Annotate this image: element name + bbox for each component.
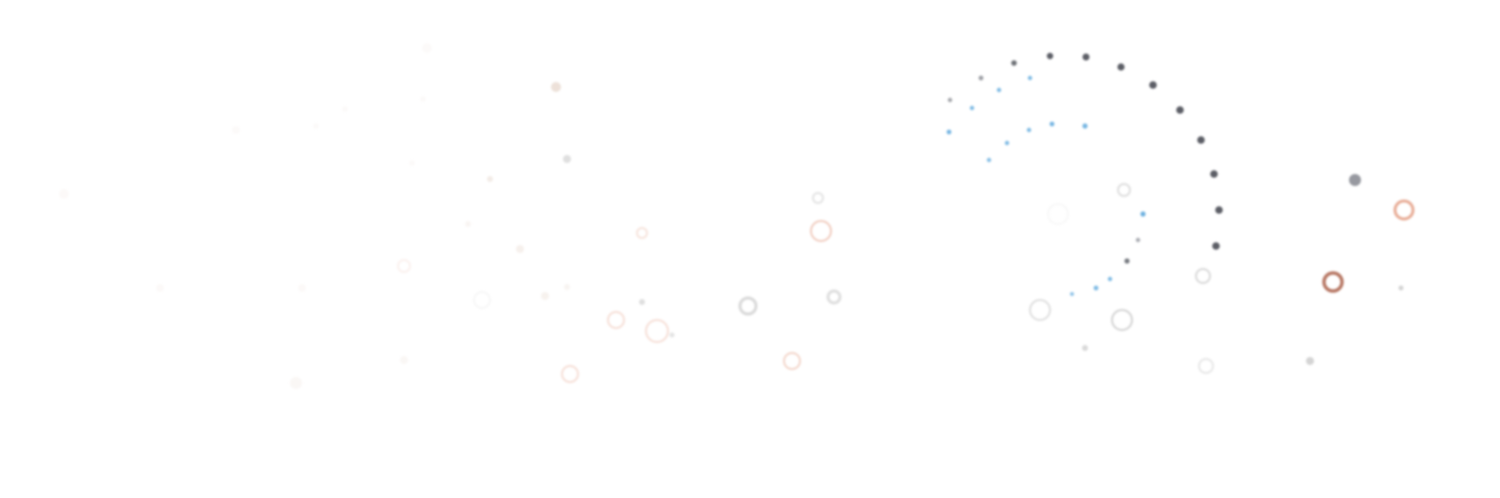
arc-dot: [1026, 127, 1032, 133]
arc-dot: [1135, 237, 1141, 243]
arc-dot: [1149, 81, 1157, 89]
ring: [783, 352, 801, 370]
ring: [1029, 299, 1051, 321]
ring: [607, 311, 625, 329]
scatter-dot: [639, 299, 645, 305]
ring: [738, 296, 758, 316]
ring: [826, 289, 842, 305]
arc-dot: [1049, 121, 1055, 127]
arc-dot: [1117, 63, 1125, 71]
arc-dot: [1082, 53, 1090, 61]
scattered-rings: [397, 183, 1415, 383]
ring: [1322, 271, 1344, 293]
scatter-dot: [551, 82, 561, 92]
arc-dot: [1215, 206, 1223, 214]
ring: [1198, 358, 1214, 374]
scatter-dot: [420, 96, 426, 102]
ring: [1393, 199, 1415, 221]
scatter-dot: [541, 292, 549, 300]
scatter-dot: [516, 245, 524, 253]
arc-dot: [1046, 52, 1054, 60]
scatter-dot: [1398, 285, 1404, 291]
ring: [1111, 309, 1133, 331]
scatter-dot: [1082, 345, 1088, 351]
scatter-dot: [232, 126, 240, 134]
arc-dot: [1212, 242, 1220, 250]
arc-dot: [1107, 276, 1113, 282]
scatter-dot: [156, 284, 164, 292]
scatter-dot: [290, 377, 302, 389]
ring: [645, 319, 669, 343]
arc-dot: [1004, 140, 1010, 146]
arc-dot: [1197, 136, 1205, 144]
ring: [812, 192, 824, 204]
scatter-dot: [313, 123, 319, 129]
scatter-dot: [1349, 174, 1361, 186]
arc-dot: [996, 87, 1002, 93]
scatter-dot: [342, 106, 348, 112]
ring: [397, 259, 411, 273]
scatter-dot: [409, 160, 415, 166]
arc-dot: [1210, 170, 1218, 178]
arc-dot: [969, 105, 975, 111]
scatter-dot: [487, 176, 493, 182]
arc-dot: [1082, 123, 1088, 129]
outer-arc-dots: [947, 52, 1223, 250]
arc-dot: [978, 75, 984, 81]
ring: [1195, 268, 1211, 284]
scatter-dot: [59, 189, 69, 199]
scatter-dot: [669, 332, 675, 338]
arc-dot: [946, 129, 952, 135]
arc-dot: [1093, 285, 1099, 291]
scatter-dot: [400, 356, 408, 364]
inner-arc-dots: [946, 75, 1146, 296]
arc-dot: [1011, 60, 1017, 66]
ring: [1117, 183, 1131, 197]
arc-dot: [986, 157, 992, 163]
scatter-dot: [465, 221, 471, 227]
arc-dot: [1176, 106, 1184, 114]
scatter-dot: [298, 284, 306, 292]
arc-dot: [1124, 258, 1130, 264]
arc-dot: [1140, 211, 1146, 217]
scatter-dot: [563, 155, 571, 163]
scattered-dots: [59, 43, 1404, 389]
ring: [810, 220, 832, 242]
scatter-dot: [1306, 357, 1314, 365]
ring: [1047, 203, 1069, 225]
arc-dot: [947, 97, 953, 103]
ring: [636, 227, 648, 239]
scatter-dot: [422, 43, 432, 53]
ring: [561, 365, 579, 383]
ring: [473, 291, 491, 309]
scatter-dot: [564, 284, 570, 290]
arc-dot: [1027, 75, 1033, 81]
arc-dot: [1070, 292, 1074, 296]
